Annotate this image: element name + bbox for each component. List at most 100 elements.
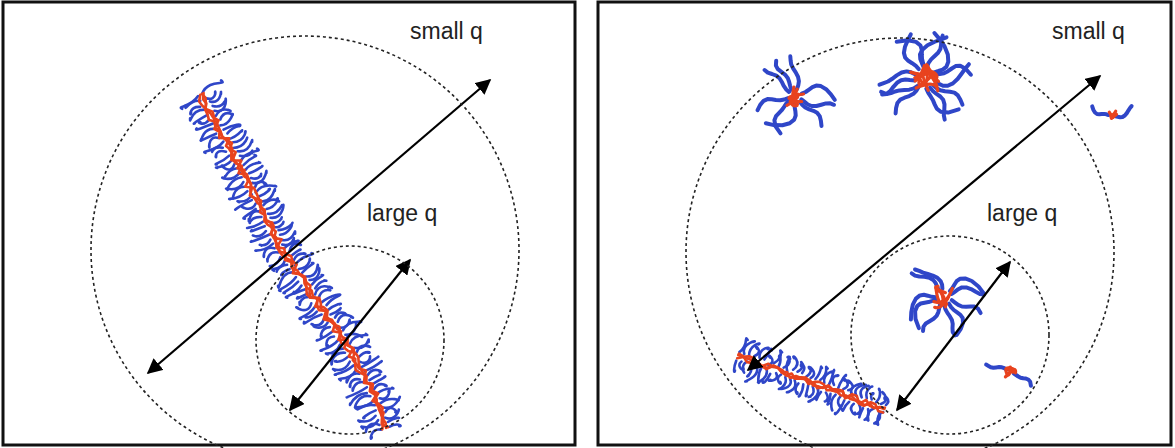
core-chain xyxy=(787,94,798,105)
corona-chain xyxy=(787,380,796,392)
dashed-circle xyxy=(91,36,519,448)
corona-chain xyxy=(749,343,760,356)
core-chain xyxy=(739,354,883,413)
corona-chain xyxy=(296,303,311,310)
q-label: large q xyxy=(365,200,439,226)
corona-chain xyxy=(260,240,271,246)
corona-chain xyxy=(911,295,936,320)
corona-chain xyxy=(384,397,400,408)
corona-chain xyxy=(734,361,736,372)
length-arrow xyxy=(897,262,1010,410)
corona-chain xyxy=(859,408,863,417)
length-arrows xyxy=(148,76,1100,410)
corona-chain xyxy=(253,231,266,236)
corona-chain xyxy=(279,277,296,291)
corona-chain xyxy=(227,126,240,134)
corona-chain xyxy=(249,166,262,173)
corona-chain xyxy=(815,367,822,380)
corona-chain xyxy=(271,205,284,218)
q-label: large q xyxy=(985,200,1059,226)
micelle-drawing xyxy=(181,33,1132,439)
corona-chain xyxy=(199,120,209,124)
corona-chain xyxy=(825,393,828,402)
corona-chain xyxy=(831,395,835,411)
corona-chain xyxy=(952,287,984,294)
corona-chain xyxy=(250,217,262,223)
length-scale-circle: large q xyxy=(850,235,1050,435)
core-chain xyxy=(924,69,937,79)
corona-chain xyxy=(799,384,803,396)
corona-chain xyxy=(935,66,971,75)
corona-chain xyxy=(1116,106,1132,117)
corona-chain xyxy=(220,114,232,125)
corona-chain xyxy=(876,389,880,402)
corona-chain xyxy=(350,334,368,344)
core-chain xyxy=(936,286,946,292)
corona-chain xyxy=(359,352,370,357)
corona-chain xyxy=(267,198,278,209)
corona-chain xyxy=(801,364,804,373)
corona-chain xyxy=(251,234,270,241)
corona-chain xyxy=(833,375,839,385)
corona-chain xyxy=(233,138,247,148)
length-scale-circle: small qlarge q xyxy=(90,35,520,448)
corona-chain xyxy=(944,305,955,335)
corona-chain xyxy=(238,140,253,151)
corona-chain xyxy=(802,86,835,100)
q-label: small q xyxy=(408,18,485,44)
dashed-circle xyxy=(255,245,445,435)
dashed-circle xyxy=(686,38,1114,448)
length-arrow xyxy=(148,80,490,373)
corona-chain xyxy=(915,299,936,328)
corona-chain xyxy=(190,110,206,121)
core-chain xyxy=(1007,367,1010,376)
corona-chain xyxy=(809,387,814,397)
corona-chain xyxy=(758,98,789,110)
core-chain xyxy=(203,93,383,429)
corona-chain xyxy=(202,80,223,93)
core-chain xyxy=(202,94,388,427)
corona-chain xyxy=(816,392,821,400)
corona-chain xyxy=(801,99,834,106)
corona-chain xyxy=(210,92,221,102)
corona-chain xyxy=(766,103,796,125)
corona-chain xyxy=(259,189,270,197)
corona-chain xyxy=(842,402,850,411)
corona-chain xyxy=(267,252,278,261)
corona-chain xyxy=(778,375,781,384)
corona-chain xyxy=(796,384,799,394)
dashed-circle xyxy=(850,235,1050,435)
corona-chain xyxy=(769,373,777,381)
panel-frame xyxy=(598,2,1171,445)
core-chain xyxy=(1109,111,1115,115)
length-scale-circle: large q xyxy=(255,245,445,435)
length-arrow xyxy=(748,76,1100,370)
corona-chain xyxy=(1092,106,1108,115)
corona-chain xyxy=(806,385,809,396)
dashed-circle xyxy=(685,37,1115,448)
corona-chain xyxy=(251,226,265,231)
q-label: small q xyxy=(1050,18,1127,44)
corona-chain xyxy=(790,56,799,89)
corona-chain xyxy=(335,357,348,362)
corona-chain xyxy=(385,408,397,413)
corona-chain xyxy=(302,263,313,273)
corona-chain xyxy=(876,412,883,425)
corona-chain xyxy=(229,191,247,199)
corona-chain xyxy=(293,289,304,293)
corona-chain xyxy=(312,319,324,325)
corona-chain xyxy=(380,390,390,399)
corona-chain xyxy=(986,365,1006,370)
dashed-circle xyxy=(90,35,520,448)
corona-chain xyxy=(787,357,790,372)
corona-chain xyxy=(335,366,354,375)
corona-chain xyxy=(793,357,797,370)
corona-chain xyxy=(357,405,375,410)
length-scale-circle: small qlarge q xyxy=(685,37,1115,448)
corona-chain xyxy=(867,409,874,421)
corona-chain xyxy=(926,89,958,113)
corona-chain xyxy=(304,315,322,324)
corona-chain xyxy=(897,40,925,67)
panel-frame xyxy=(3,2,575,445)
